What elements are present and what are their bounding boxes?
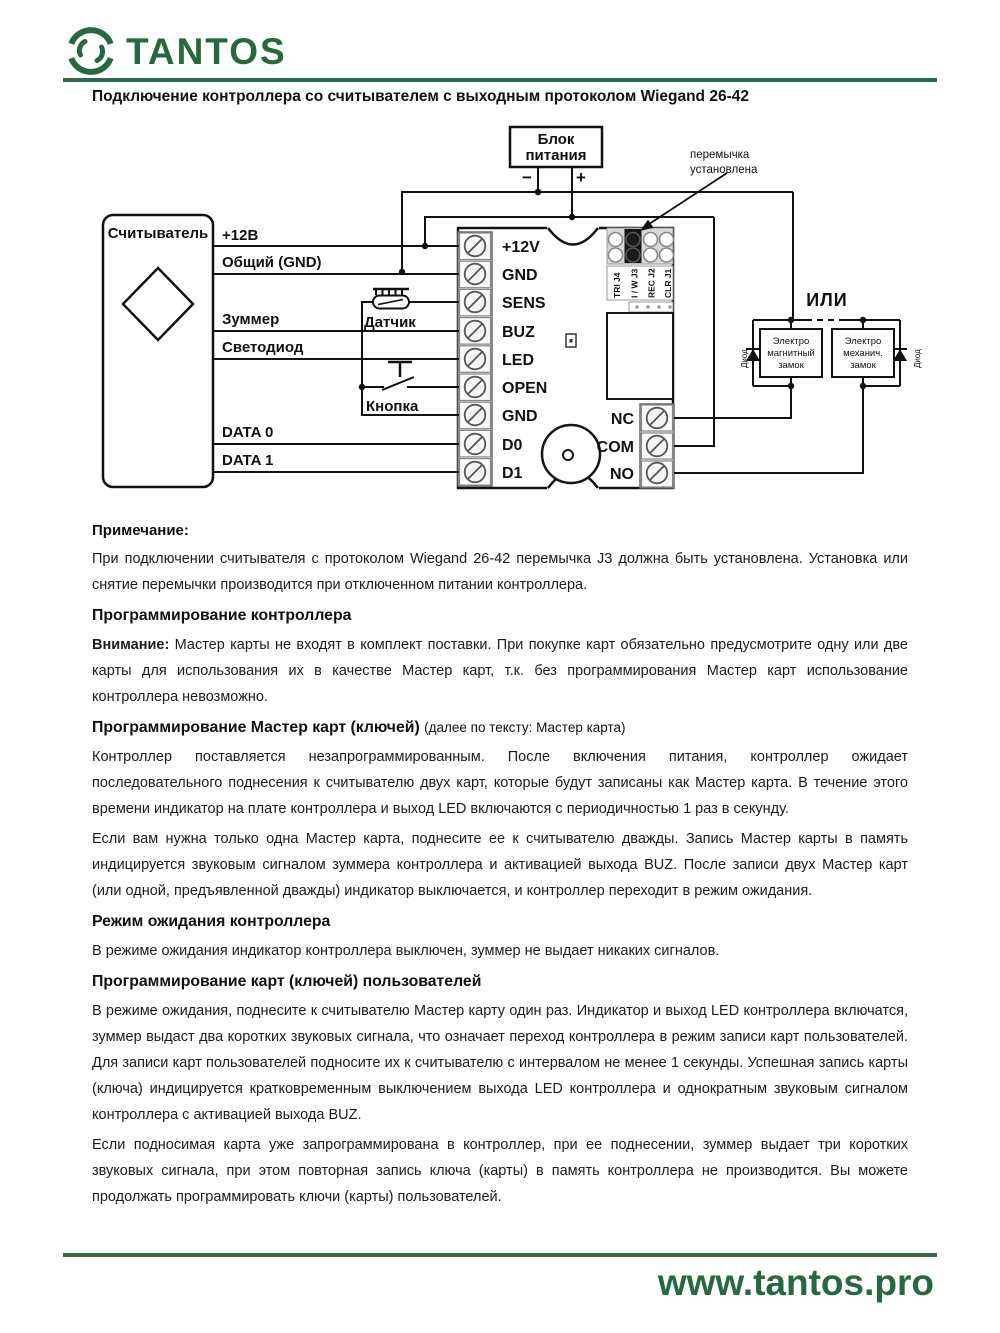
page-title: Подключение контроллера со считывателем … [92,88,749,105]
standby-paragraph: В режиме ожидания индикатор контроллера … [92,943,720,959]
footer-url: www.tantos.pro [657,1262,934,1303]
electromechanical-lock-block: Электро механич. замок [831,328,895,378]
board-indicator-led [565,333,577,348]
brand-name: TANTOS [126,30,287,72]
button-label: Кнопка [366,398,419,415]
prog-master-paragraph-1: Контроллер поставляется незапрограммиров… [92,749,908,817]
manual-text: Примечание: При подключении считывателя … [92,518,908,1214]
relay-terminal-no: NO [610,466,634,483]
prog-master-paragraph-2: Если вам нужна только одна Мастер карта,… [92,831,908,899]
minus-terminal-label: − [522,168,532,187]
prog-user-heading: Программирование карт (ключей) пользоват… [92,973,482,990]
jumper-note-line1: перемычка [690,149,750,161]
wire-junctions [358,188,867,391]
relay-block [606,312,674,400]
exit-button-icon [381,360,415,391]
lock-left-line2: магнитный [767,348,815,359]
prog-master-heading-note: (далее по тексту: Мастер карта) [424,720,626,735]
wire-label-data0: DATA 0 [222,424,273,441]
power-supply-block: Блок питания − + [508,125,604,187]
standby-heading: Режим ожидания контроллера [92,913,331,930]
lock-left-line1: Электро [773,336,810,347]
terminal-label-gnd2: GND [502,408,538,425]
note-paragraph: При подключении считывателя с протоколом… [92,551,908,593]
jumper-label-j4: TRI J4 [612,272,622,298]
wire-label-gnd: Общий (GND) [222,254,322,271]
relay-terminal-strip [639,403,675,489]
arrowhead [640,219,654,231]
wiring [213,167,901,474]
power-supply-label-2: питания [525,147,586,164]
electromagnetic-lock-block: Электро магнитный замок [759,328,823,378]
diode-left-label: Диод [740,349,749,368]
board-buzzer [540,423,602,485]
brand-logo: TANTOS [64,24,287,78]
terminal-label-buz: BUZ [502,324,535,341]
terminal-label-led: LED [502,352,534,369]
prog-master-heading-main: Программирование Мастер карт (ключей) [92,719,420,736]
reader-antenna-icon [121,266,195,342]
relay-terminal-com: COM [597,439,634,456]
jumper-label-j3: I / W J3 [630,268,640,298]
jumper-note-line2: установлена [690,164,758,176]
jumper-label-j1: CLR J1 [663,268,673,298]
board-top-notch [547,227,599,246]
sensor-label: Датчик [364,314,416,331]
terminal-label-d0: D0 [502,437,523,454]
prog-controller-heading: Программирование контроллера [92,607,352,624]
plus-terminal-label: + [576,168,586,187]
warning-label: Внимание: [92,637,170,653]
warning-text: Мастер карты не входят в комплект постав… [92,637,908,705]
wire-label-buzzer: Зуммер [222,311,279,328]
controller-board: +12V GND SENS BUZ LED OPEN GND D0 D1 TRI… [456,225,675,491]
diode-left-icon [746,348,760,361]
wire-label-led: Светодиод [222,339,304,356]
footer-divider [63,1253,937,1257]
warning-paragraph: Внимание: Мастер карты не входят в компл… [92,632,908,710]
lock-right-line3: замок [850,360,876,371]
power-supply-label-1: Блок [538,131,575,148]
jumper-label-j2: REC J2 [647,268,657,298]
left-terminal-strip [457,231,493,487]
reader-label: Считыватель [108,225,209,242]
terminal-label-gnd: GND [502,267,538,284]
prog-master-heading: Программирование Мастер карт (ключей) (д… [92,715,908,741]
jumper-annotation: перемычка установлена [640,149,758,231]
terminal-label-d1: D1 [502,465,523,482]
header-divider [63,78,937,82]
jumper-block: TRI J4 I / W J3 REC J2 CLR J1 [606,227,675,313]
tantos-ring-icon [68,27,114,75]
note-heading: Примечание: [92,522,189,539]
wire-label-12v: +12В [222,227,258,244]
or-label: ИЛИ [806,290,848,310]
prog-user-paragraph-1: В режиме ожидания, поднесите к считывате… [92,1003,908,1123]
door-sensor-icon [372,287,410,310]
prog-user-paragraph-2: Если подносимая карта уже запрограммиров… [92,1137,908,1205]
lock-right-line1: Электро [845,336,882,347]
lock-right-line2: механич. [843,348,883,359]
diode-right-icon [893,348,907,361]
lock-left-line3: замок [778,360,804,371]
terminal-label-sens: SENS [502,295,546,312]
wire-label-data1: DATA 1 [222,452,273,469]
reader-block: Считыватель [101,213,215,489]
terminal-label-12v: +12V [502,239,540,256]
terminal-label-open: OPEN [502,380,547,397]
terminal-screws [458,232,492,486]
wiring-diagram: Блок питания − + Считыватель [101,125,922,491]
relay-terminal-nc: NC [611,411,635,428]
diode-right-label: Диод [913,349,922,368]
